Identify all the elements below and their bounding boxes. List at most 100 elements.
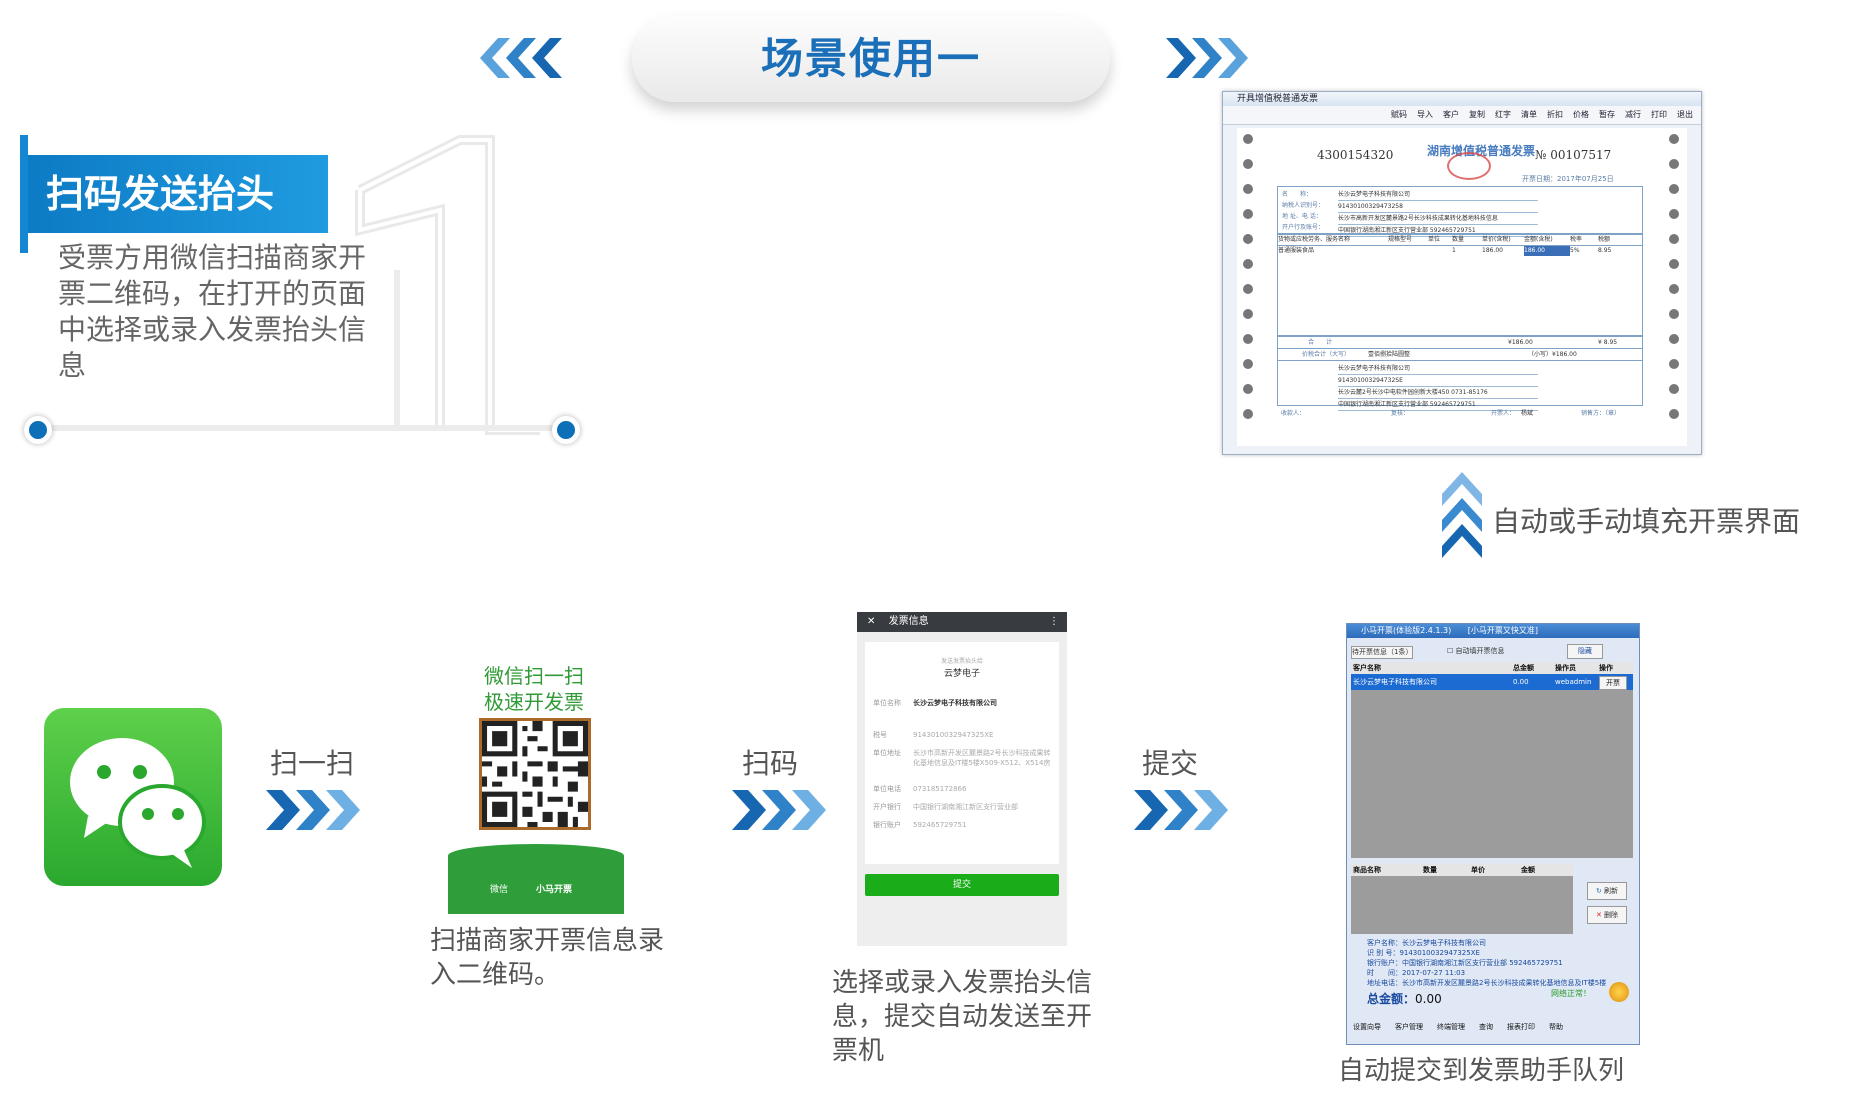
toolbar-item[interactable]: 客户 bbox=[1443, 110, 1459, 119]
right-holes bbox=[1669, 134, 1679, 434]
field-bank[interactable]: 中国银行湖南湘江新区支行营业部 bbox=[913, 803, 1018, 811]
qr-footer-right: 小马开票 bbox=[536, 885, 573, 895]
item-header: 单价(含税) bbox=[1482, 236, 1511, 243]
chevron-right-icon bbox=[266, 790, 360, 830]
field-label: 单位电话 bbox=[873, 785, 901, 793]
customer-info: 客户名称：长沙云梦电子科技有限公司 识 别 号：9143010032947325… bbox=[1367, 939, 1607, 987]
bottom-tab[interactable]: 报表打印 bbox=[1507, 1023, 1535, 1031]
invoice-toolbar: 赋码 导入 客户 复制 红字 清单 折扣 价格 暂存 减行 打印 退出 bbox=[1223, 106, 1701, 125]
field-address[interactable]: 长沙市高新开发区麓景路2号长沙科技成果转化基地信息及IT楼5楼X509-X512… bbox=[913, 749, 1051, 767]
toolbar-item[interactable]: 暂存 bbox=[1599, 110, 1615, 119]
field-label: 开户银行 bbox=[873, 803, 901, 811]
network-status: 网络正常！ bbox=[1551, 989, 1591, 998]
toolbar-item[interactable]: 价格 bbox=[1573, 110, 1589, 119]
invoice-number: № 00107517 bbox=[1535, 148, 1612, 162]
qr-bottom-text: 极速开发票 bbox=[484, 690, 584, 714]
buyer-field[interactable]: 91430100329473258 bbox=[1338, 201, 1538, 213]
phone-title: 发票信息 bbox=[888, 616, 929, 627]
toolbar-item[interactable]: 退出 bbox=[1677, 110, 1693, 119]
item-header: 规格型号 bbox=[1388, 236, 1413, 243]
item-header: 单位 bbox=[1428, 236, 1441, 243]
toolbar-item[interactable]: 打印 bbox=[1651, 110, 1667, 119]
more-icon[interactable]: ⋮ bbox=[1049, 616, 1059, 627]
step1-vline bbox=[394, 270, 400, 430]
field-phone[interactable]: 073185172866 bbox=[913, 785, 967, 793]
item-header: 税率 bbox=[1570, 236, 1583, 243]
field-account[interactable]: 592465729751 bbox=[913, 821, 967, 829]
toolbar-item[interactable]: 减行 bbox=[1625, 110, 1641, 119]
buyer-field[interactable]: 长沙市高新开发区麓景路2号长沙科技成果转化基地科技信息 bbox=[1338, 213, 1538, 225]
qr-card-bottom: 微信 小马开票 bbox=[448, 844, 624, 914]
submit-button[interactable]: 提交 bbox=[865, 874, 1059, 896]
buyer-label: 地 址、电 话： bbox=[1282, 213, 1322, 220]
seller-field[interactable]: 长沙云麓2号长沙中电软件园创新大楼450 0731-85176 bbox=[1338, 387, 1538, 399]
invoice-date: 开票日期：2017年07月25日 bbox=[1522, 175, 1614, 183]
grid-header: 操作员 bbox=[1555, 664, 1576, 672]
refresh-button[interactable]: ↻ 刷新 bbox=[1587, 882, 1627, 900]
goods-header: 单价 bbox=[1471, 866, 1485, 874]
seller-field[interactable]: 中国银行湖南湘江新区支行营业部 592465729751 bbox=[1338, 399, 1538, 411]
item-header: 货物或应税劳务、服务名称 bbox=[1278, 236, 1351, 243]
tab-pending[interactable]: 待开票信息（1条） bbox=[1351, 646, 1413, 659]
chevron-right-icon bbox=[732, 790, 826, 830]
goods-header: 金额 bbox=[1521, 866, 1535, 874]
toolbar-item[interactable]: 红字 bbox=[1495, 110, 1511, 119]
item-header: 税额 bbox=[1598, 236, 1611, 243]
invoice-paper: 4300154320 湖南增值税普通发票 № 00107517 开票日期：201… bbox=[1237, 128, 1687, 446]
auto-fill-label: 自动或手动填充开票界面 bbox=[1492, 505, 1801, 538]
bottom-tab[interactable]: 帮助 bbox=[1549, 1023, 1563, 1031]
item-header: 数量 bbox=[1452, 236, 1465, 243]
chevron-right-icon bbox=[1134, 790, 1228, 830]
queue-row[interactable]: 长沙云梦电子科技有限公司 0.00 webadmin 开票 bbox=[1351, 674, 1633, 690]
toolbar-item[interactable]: 清单 bbox=[1521, 110, 1537, 119]
close-icon[interactable]: ✕ bbox=[867, 616, 876, 627]
card-name: 云梦电子 bbox=[943, 669, 980, 679]
hide-button[interactable]: 隐藏 bbox=[1567, 644, 1603, 659]
invoice-window-title: 开具增值税普通发票 bbox=[1223, 92, 1701, 106]
bottom-tab[interactable]: 终端管理 bbox=[1437, 1023, 1465, 1031]
invoice-info-card: 发送发票抬头给 云梦电子 单位名称 长沙云梦电子科技有限公司 税号 914301… bbox=[865, 642, 1059, 864]
bottom-tab[interactable]: 设置向导 bbox=[1353, 1023, 1381, 1031]
bottom-tab[interactable]: 查询 bbox=[1479, 1023, 1493, 1031]
qr-code-icon bbox=[482, 721, 588, 827]
item-header: 金额(含税) bbox=[1524, 236, 1553, 243]
goods-header: 商品名称 bbox=[1353, 866, 1381, 874]
auto-fill-checkbox[interactable]: ☐ 自动填开票信息 bbox=[1447, 647, 1505, 655]
label-scan: 扫一扫 bbox=[270, 747, 355, 780]
caption-phone: 选择或录入发票抬头信息，提交自动发送至开票机 bbox=[832, 968, 1093, 1066]
buyer-label: 纳税人识别号： bbox=[1282, 202, 1325, 209]
delete-button[interactable]: ✕ 删除 bbox=[1587, 906, 1627, 924]
toolbar-item[interactable]: 导入 bbox=[1417, 110, 1433, 119]
toolbar-item[interactable]: 复制 bbox=[1469, 110, 1485, 119]
total-amount: 总金额：0.00 bbox=[1367, 992, 1442, 1006]
qr-top-text: 微信扫一扫 bbox=[484, 664, 584, 688]
toolbar-item[interactable]: 赋码 bbox=[1391, 110, 1407, 119]
step-number-1 bbox=[355, 135, 540, 435]
assistant-tabbar: 待开票信息（1条） ☐ 自动填开票信息 隐藏 bbox=[1351, 644, 1633, 660]
goods-header: 数量 bbox=[1423, 866, 1437, 874]
goods-grid: 商品名称 数量 单价 金额 bbox=[1351, 864, 1573, 934]
phone-titlebar: ✕ 发票信息 ⋮ bbox=[857, 612, 1067, 632]
buyer-field[interactable]: 中国银行湖南湘江新区支行营业部 592465729751 bbox=[1338, 225, 1538, 237]
grid-header: 总金额 bbox=[1513, 664, 1534, 672]
chevron-left-icon bbox=[480, 38, 562, 78]
invoice-seal bbox=[1447, 152, 1491, 180]
buyer-label: 开户行及账号： bbox=[1282, 224, 1325, 231]
grid-header: 客户名称 bbox=[1353, 664, 1381, 672]
field-taxid[interactable]: 9143010032947325XE bbox=[913, 731, 994, 739]
step1-underline bbox=[36, 425, 566, 431]
step1-dot-left bbox=[24, 416, 52, 444]
item-row[interactable]: 普通服装食品 1 186.00 186.00 5% 8.95 bbox=[1278, 246, 1612, 256]
phone-screen: ✕ 发票信息 ⋮ 发送发票抬头给 云梦电子 单位名称 长沙云梦电子科技有限公司 … bbox=[857, 612, 1067, 946]
step1-banner: 扫码发送抬头 bbox=[20, 135, 328, 253]
bottom-tab[interactable]: 客户管理 bbox=[1395, 1023, 1423, 1031]
toolbar-item[interactable]: 折扣 bbox=[1547, 110, 1563, 119]
invoice-button[interactable]: 开票 bbox=[1599, 676, 1627, 690]
buyer-field[interactable]: 长沙云梦电子科技有限公司 bbox=[1338, 189, 1538, 201]
field-company[interactable]: 长沙云梦电子科技有限公司 bbox=[913, 699, 997, 707]
seller-field[interactable]: 914301003294732SE bbox=[1338, 375, 1538, 387]
wechat-icon bbox=[70, 738, 206, 868]
seller-field[interactable]: 长沙云梦电子科技有限公司 bbox=[1338, 363, 1538, 375]
left-chevrons bbox=[470, 38, 570, 78]
left-holes bbox=[1243, 134, 1253, 434]
